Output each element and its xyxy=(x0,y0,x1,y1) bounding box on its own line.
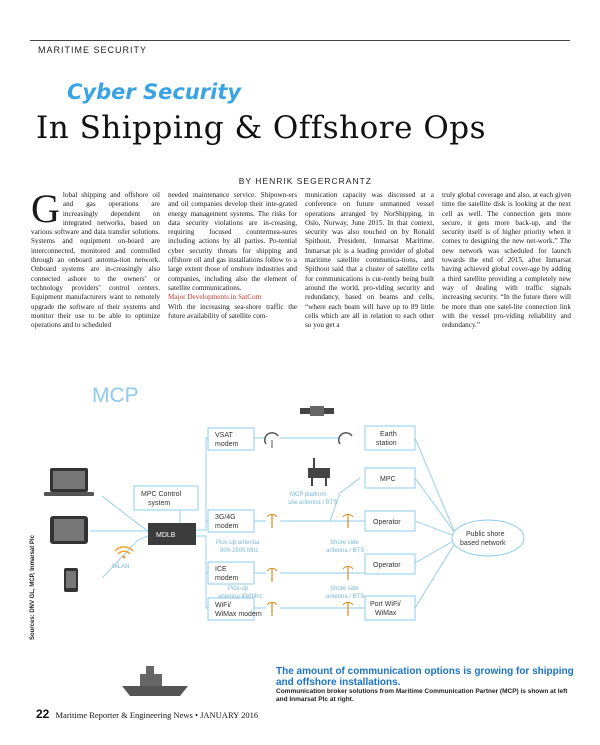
mpc-control-label-1: MPC Control xyxy=(141,491,182,498)
article-column-2: needed maintenance service. Shipown-ers … xyxy=(168,191,297,330)
caption-title: The amount of communication options is g… xyxy=(276,666,574,688)
portwifi-label-1: Port WiFi/ xyxy=(370,601,401,608)
earth-label-2: station xyxy=(376,440,397,447)
figure-caption: The amount of communication options is g… xyxy=(276,666,576,704)
shore1-label-2: antenna / BTS xyxy=(326,548,364,554)
pickup2-label-1: Pick-up xyxy=(228,586,249,592)
shore2-label-1: Shore side xyxy=(330,586,359,592)
portwifi-label-2: WiMax xyxy=(375,610,397,617)
mpc-box xyxy=(364,467,416,489)
section-rule xyxy=(30,40,570,41)
subhead: Major Developments in SatCom xyxy=(168,293,262,302)
3g4g-label-2: modem xyxy=(215,523,239,530)
pickup2-label-2: antenna 450Mhz xyxy=(218,594,263,600)
ice-label-2: modem xyxy=(215,575,239,582)
column-4-text: truly global coverage and also, at each … xyxy=(442,191,571,330)
mpc-control-label-2: system xyxy=(148,500,170,507)
vsat-label-2: modem xyxy=(215,441,239,448)
page-footer: 22 Maritime Reporter & Engineering News … xyxy=(36,707,258,721)
column-2-text: needed maintenance service. Shipown-ers … xyxy=(168,191,297,292)
diagram-title: MCP xyxy=(92,384,139,407)
column-1-text: lobal shipping and offshore oil and gas … xyxy=(31,191,160,330)
platform-label-2: site antenna / BTS xyxy=(288,500,337,506)
mcp-diagram: MCP WLAN MDLB xyxy=(44,384,525,696)
ship-icon xyxy=(122,666,188,696)
shore1-label-1: Shore side xyxy=(330,540,359,546)
operator-label-1: Operator xyxy=(373,519,401,526)
mpc-label: MPC xyxy=(380,476,396,483)
mdlb-label: MDLB xyxy=(156,532,176,539)
section-label: MARITIME SECURITY xyxy=(38,45,148,55)
vsat-modem-box xyxy=(207,427,255,451)
wifi-modem-box xyxy=(207,597,255,621)
pickup1-label-1: Pick-up antenna xyxy=(216,540,260,546)
platform-label-1: MCP platform xyxy=(290,492,327,498)
ice-label-1: ICE xyxy=(215,566,227,573)
shore2-label-2: antenna / BTS xyxy=(326,594,364,600)
vsat-label-1: VSAT xyxy=(215,432,233,439)
3g4g-modem-box xyxy=(207,509,255,533)
earth-station-box xyxy=(364,425,416,451)
byline: BY HENRIK SEGERCRANTZ xyxy=(238,176,372,186)
wifi-label-2: WiMax modem xyxy=(215,611,262,618)
phone-icon xyxy=(64,568,78,592)
port-wifi-box xyxy=(364,595,416,621)
satellite-dish-icon xyxy=(264,432,279,448)
public-label-1: Public shore xyxy=(466,531,505,538)
shore-antenna-icon xyxy=(338,432,354,616)
wlan-label: WLAN xyxy=(112,564,129,570)
drop-cap: G xyxy=(31,186,60,231)
column-3-text: munication capacity was discussed at a c… xyxy=(305,191,434,330)
headline: In Shipping & Offshore Ops xyxy=(36,110,486,146)
satellite-icon xyxy=(300,406,334,416)
oil-platform-icon xyxy=(308,458,330,486)
ice-modem-box xyxy=(207,561,255,585)
pickup1-label-2: 900-2500 Mhz xyxy=(220,548,258,554)
public-network-cloud xyxy=(451,519,525,557)
caption-text: Communication broker solutions from Mari… xyxy=(276,688,568,703)
laptop-icon xyxy=(44,468,94,496)
page-number: 22 xyxy=(36,707,50,721)
sources-credit: Sources: DNV GL, MCP, Inmarsat Plc xyxy=(30,535,36,640)
wifi-label-1: WiFi/ xyxy=(215,602,231,609)
operator-label-2: Operator xyxy=(373,562,401,569)
wlan-icon xyxy=(114,546,134,559)
article-column-3: munication capacity was discussed at a c… xyxy=(305,191,434,330)
antenna-icon xyxy=(266,513,278,616)
operator-box-1 xyxy=(364,510,416,532)
kicker-title: Cyber Security xyxy=(67,80,242,104)
earth-label-1: Earth xyxy=(380,431,397,438)
mpc-control-box xyxy=(133,485,199,511)
mdlb-box xyxy=(148,523,196,545)
publication-line: Maritime Reporter & Engineering News • J… xyxy=(55,710,259,720)
article-column-4: truly global coverage and also, at each … xyxy=(442,191,571,330)
3g4g-label-1: 3G/4G xyxy=(215,514,236,521)
public-label-2: based network xyxy=(460,540,506,547)
column-2-text-b: With the increasing sea-shore traffic th… xyxy=(168,302,297,320)
tablet-icon xyxy=(50,516,88,544)
operator-box-2 xyxy=(364,553,416,575)
